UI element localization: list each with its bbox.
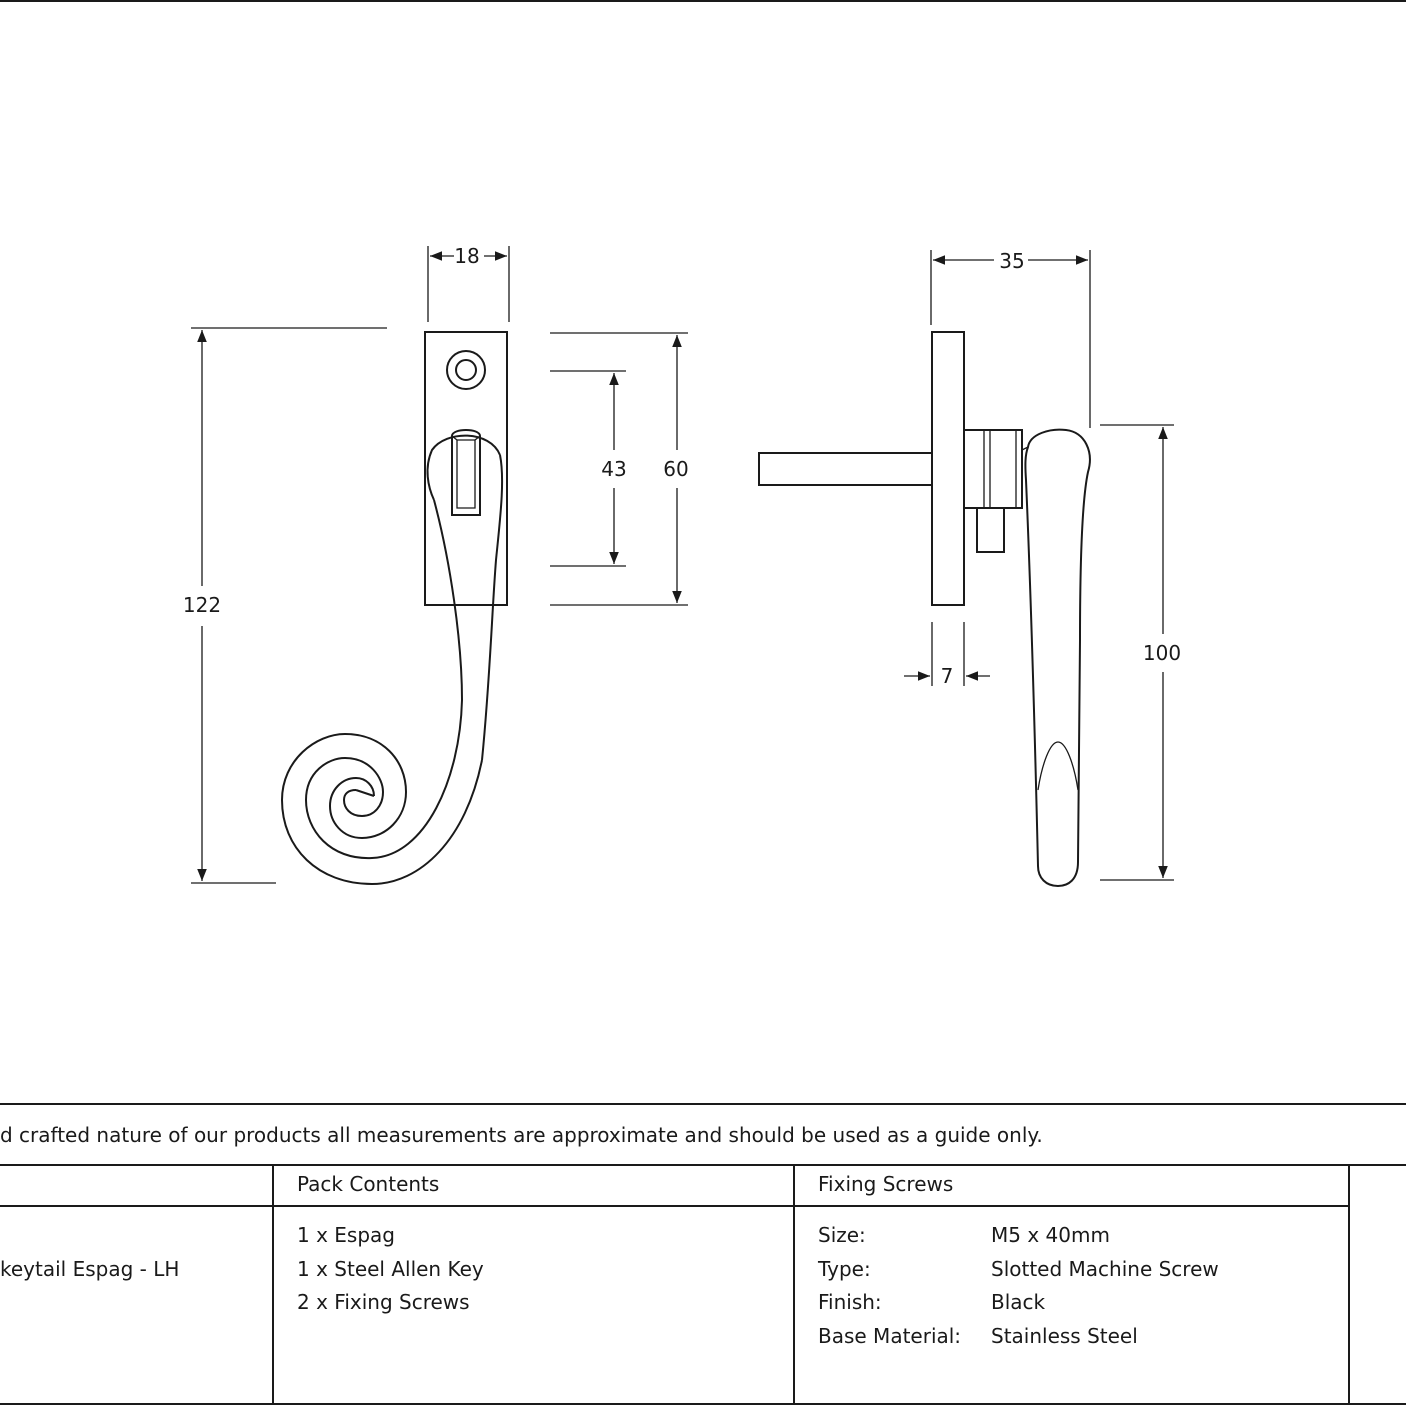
dim-height-100: 100 [1143,641,1181,665]
spec-label-finish: Finish: [818,1290,882,1314]
disclaimer-text: d crafted nature of our products all mea… [0,1123,1043,1147]
spindle-boss-inner [456,439,476,509]
spindle-bar [758,452,933,486]
front-view [280,331,508,886]
spec-value-size: M5 x 40mm [991,1223,1110,1247]
tail-curl-outer [280,732,483,886]
dim-height-43: 43 [601,457,626,481]
lever-taper [1037,741,1079,791]
dim-width-18: 18 [454,244,479,268]
screw-hole-outer [446,350,486,390]
screw-hole-inner [455,359,477,381]
collar [963,429,1023,509]
side-handle-lever [1024,428,1091,888]
front-dimensions [191,246,688,884]
handle-head [426,434,501,501]
spec-label-type: Type: [818,1257,871,1281]
spindle-boss-outer [451,429,481,516]
info-table-lines [0,1103,1406,1405]
spec-value-type: Slotted Machine Screw [991,1257,1219,1281]
handle-right-edge [481,454,504,761]
pack-contents-header: Pack Contents [297,1172,440,1196]
handle-left-edge [433,499,463,701]
spec-value-material: Stainless Steel [991,1324,1138,1348]
pack-item: 2 x Fixing Screws [297,1290,470,1314]
spec-label-size: Size: [818,1223,866,1247]
fixing-screws-header: Fixing Screws [818,1172,954,1196]
dim-height-122: 122 [183,593,221,617]
product-name: keytail Espag - LH [0,1257,180,1281]
dim-height-60: 60 [663,457,688,481]
locking-pin [976,507,1005,553]
pack-item: 1 x Espag [297,1223,395,1247]
pack-item: 1 x Steel Allen Key [297,1257,484,1281]
dim-width-7: 7 [941,664,954,688]
front-backplate [424,331,508,606]
spec-label-material: Base Material: [818,1324,962,1348]
tail-curl-inner [304,699,463,860]
spec-value-finish: Black [991,1290,1046,1314]
side-view [758,331,1091,888]
side-backplate [931,331,965,606]
dim-width-35: 35 [999,249,1024,273]
side-dimensions [904,250,1174,881]
